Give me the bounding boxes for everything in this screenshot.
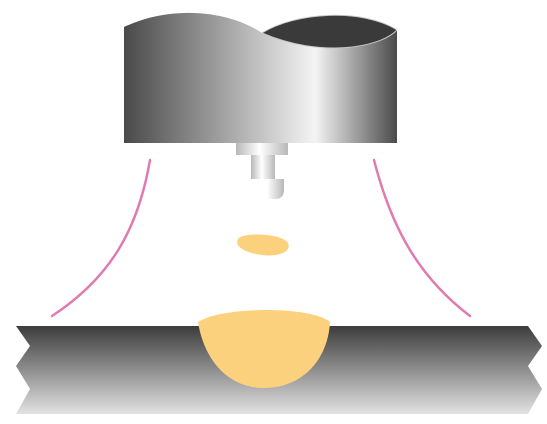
electrode-tip <box>236 143 288 199</box>
arc-boundary-right <box>372 158 472 318</box>
weld-pool <box>198 310 330 388</box>
electrode-tip-end <box>242 179 284 199</box>
electrode-holder <box>124 12 398 143</box>
electrode-tip-stem <box>251 155 275 179</box>
electrode-holder-top-cavity <box>260 14 398 49</box>
electrode-tip-collar <box>236 143 288 155</box>
metal-droplet <box>237 234 289 256</box>
arc-boundary-left <box>50 158 152 318</box>
